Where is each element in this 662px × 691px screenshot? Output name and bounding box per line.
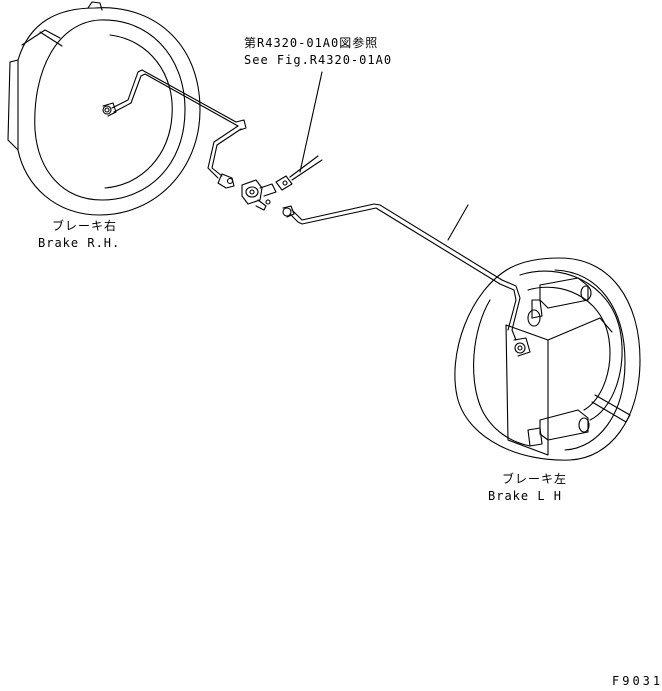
brake-rh-backplate (17, 7, 201, 216)
brake-pipe-lh (282, 203, 521, 341)
ref-leader-line (299, 71, 323, 173)
reference-label-jp: 第R4320-01A0図参照 (244, 36, 379, 50)
reference-label-en: See Fig.R4320-01A0 (244, 53, 393, 67)
brake-rh-drum-face (34, 19, 186, 201)
brake-lh-label-en: Brake L H (488, 489, 563, 503)
figure-code: F9031 (612, 674, 662, 688)
tee-joint (241, 179, 277, 211)
brake-lh-shoe (519, 270, 623, 421)
ref-pipe-fitting (275, 71, 323, 191)
brake-rh-assembly (7, 1, 201, 216)
brake-lh-backplate (454, 257, 641, 461)
brake-lh-assembly (454, 257, 641, 461)
brake-lh-label-jp: ブレーキ左 (502, 472, 568, 486)
brake-rh-label-en: Brake R.H. (38, 236, 121, 250)
brake-rh-label-jp: ブレーキ右 (52, 219, 118, 233)
brake-pipe-rh (111, 69, 247, 189)
